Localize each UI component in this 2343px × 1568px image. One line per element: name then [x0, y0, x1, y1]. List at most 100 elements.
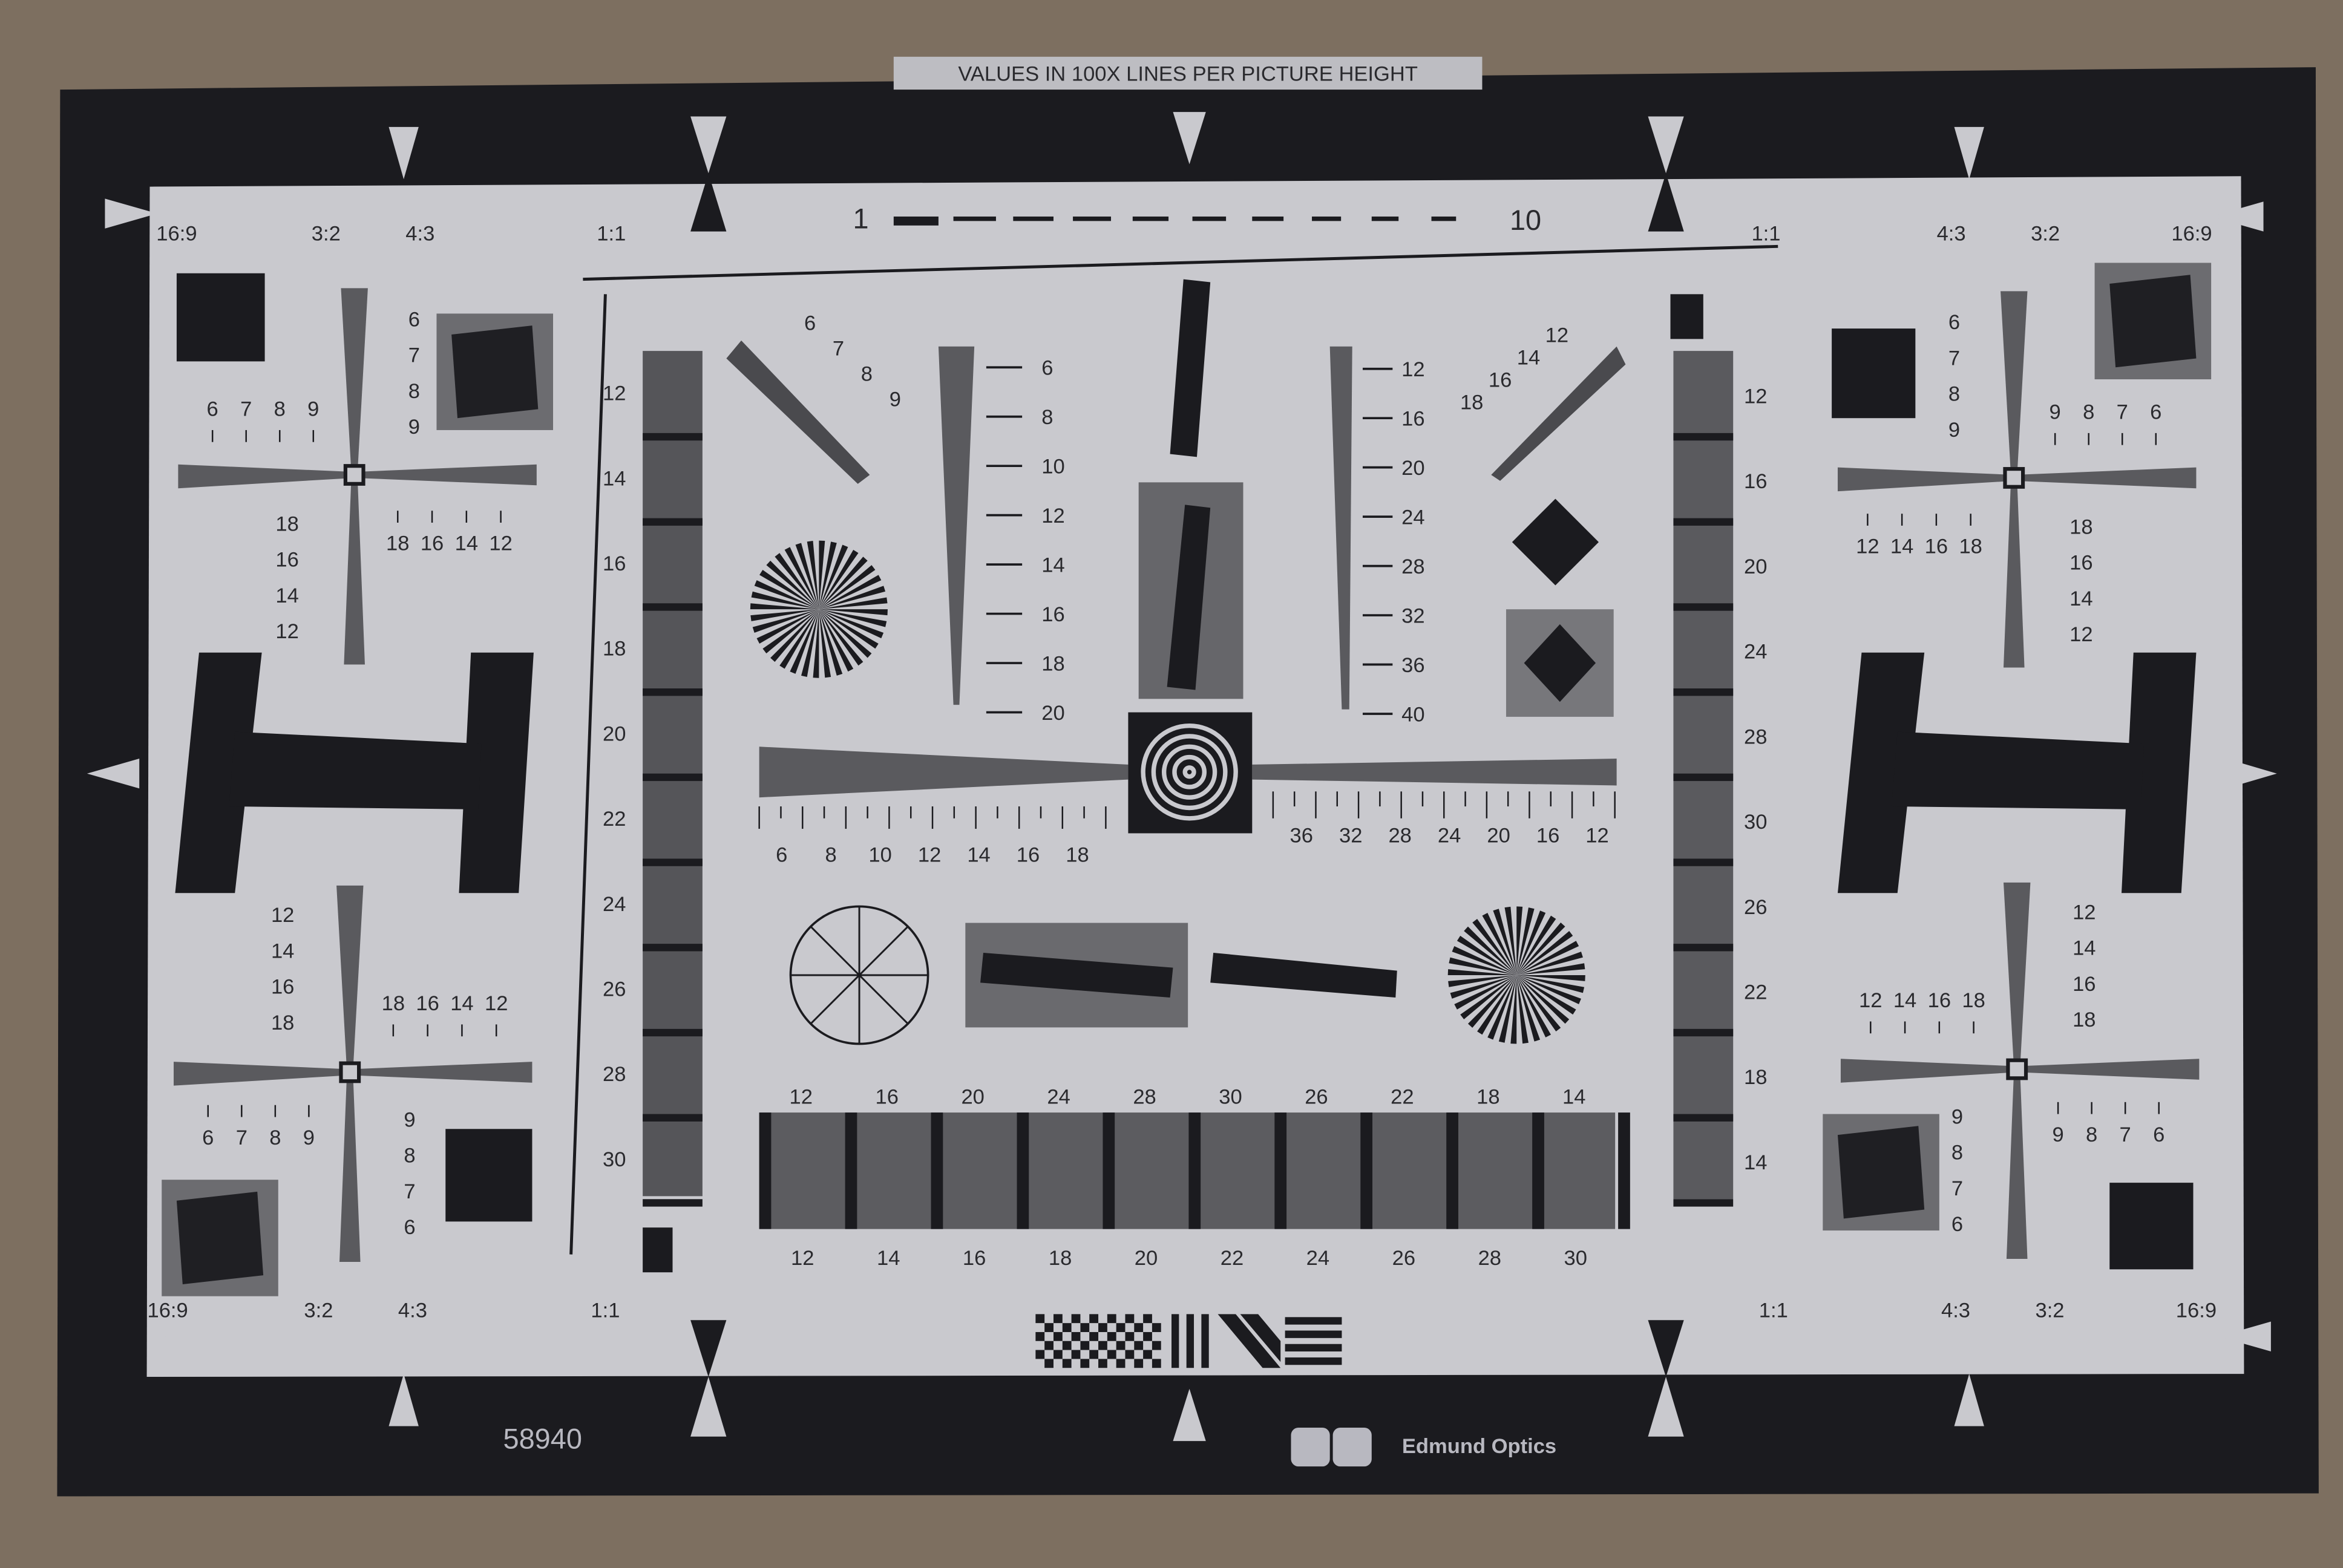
bottom-bar-top-label: 28: [1133, 1085, 1156, 1108]
right-column-label: 16: [1744, 470, 1767, 493]
star-spoke: [1516, 975, 1581, 1004]
column-bar: [1673, 773, 1734, 782]
vertical-wedge-right-label: 12: [1401, 358, 1424, 381]
edmund-optics-logo: [1291, 1427, 1372, 1467]
aspect-label-top: 1:1: [1751, 222, 1780, 245]
right-column-label: 24: [1744, 641, 1767, 664]
left-rule-line: [569, 294, 607, 1255]
star-spoke: [819, 586, 886, 610]
aspect-label-bottom: 4:3: [398, 1299, 427, 1322]
star-spoke: [801, 609, 819, 678]
hourglass-marker: [1648, 173, 1684, 232]
star-spoke: [1516, 906, 1523, 975]
checker-cell: [1080, 1341, 1090, 1350]
checker-cell: [1062, 1359, 1072, 1368]
star-spoke: [819, 541, 837, 610]
left-diagonal-wedge: [726, 340, 870, 484]
quad-small-label: 9: [2052, 1123, 2063, 1146]
aspect-label-bottom: 4:3: [1941, 1299, 1970, 1322]
quad-large-label: 14: [455, 532, 478, 555]
star-spoke: [1448, 975, 1517, 987]
quad-wedge: [1837, 467, 2014, 492]
concentric-circle: [1182, 765, 1196, 779]
star-spoke: [1516, 975, 1585, 981]
checker-cell: [1080, 1323, 1090, 1332]
quad-wedge: [2001, 291, 2028, 478]
center-bottom-marker: [1173, 1388, 1206, 1442]
vertical-wedge-left-label: 6: [1041, 357, 1053, 380]
quad-large-label: 12: [1859, 989, 1882, 1012]
star-spoke: [759, 570, 819, 610]
left-column-label: 24: [603, 893, 626, 916]
checker-cell: [1134, 1359, 1144, 1368]
left-column-label: 26: [603, 978, 626, 1001]
big-i-shape-left: [175, 652, 534, 893]
star-spoke: [1516, 922, 1565, 975]
quad-large-label: 18: [386, 532, 409, 555]
aspect-label-bottom: 3:2: [2036, 1299, 2065, 1322]
bottom-bar-bottom-label: 16: [963, 1247, 986, 1270]
star-spoke: [807, 541, 819, 610]
quad-large-label: 14: [450, 992, 473, 1015]
checker-cell: [1134, 1341, 1144, 1350]
header-label-box: [893, 56, 1483, 90]
big-i-shape-right: [1837, 652, 2197, 893]
quad-large-label: 14: [1893, 989, 1916, 1012]
quad-vertical-small-label: 9: [1951, 1105, 1963, 1128]
quad-vertical-small-label: 6: [404, 1216, 415, 1239]
vertical-wedge-right-label: 24: [1401, 506, 1424, 529]
checker-cell: [1152, 1323, 1161, 1332]
vertical-bar-pattern: [1172, 1314, 1179, 1368]
checker-cell: [1125, 1314, 1135, 1324]
star-spoke: [1487, 975, 1517, 1040]
star-spoke: [1477, 975, 1517, 1035]
star-spoke: [819, 609, 831, 678]
column-bar: [1673, 858, 1734, 866]
center-wedge-left-label: 18: [1066, 843, 1089, 866]
star-spoke: [819, 609, 888, 616]
bottom-bar-top-label: 12: [790, 1085, 813, 1108]
quad-large-label: 12: [1856, 535, 1879, 558]
quad-small-label: 9: [307, 397, 319, 420]
quad-wedge: [2006, 1069, 2028, 1259]
quad-vertical-large-label: 16: [275, 549, 298, 572]
quad-vertical-large-label: 12: [2069, 623, 2092, 646]
quad-small-label: 9: [303, 1126, 315, 1149]
checker-cell: [1116, 1359, 1126, 1368]
quad-vertical-small-label: 6: [1951, 1213, 1963, 1236]
quad-vertical-large-label: 16: [271, 976, 294, 999]
column-bar: [643, 518, 703, 526]
star-spoke: [750, 603, 819, 610]
checker-pattern: [1035, 1314, 1161, 1368]
hourglass-marker: [690, 1377, 727, 1437]
quad-small-label: 7: [236, 1126, 247, 1149]
checker-cell: [1098, 1341, 1107, 1350]
bottom-bar-bottom-label: 26: [1392, 1247, 1415, 1270]
diagonal-right-label: 12: [1545, 324, 1568, 347]
aspect-label-bottom: 3:2: [304, 1299, 333, 1322]
diagonal-left-label: 7: [833, 338, 844, 361]
quad-wedge: [354, 464, 537, 486]
bottom-slanted-bar: [980, 952, 1173, 998]
quad-vertical-small-label: 9: [404, 1108, 415, 1131]
quad-vertical-large-label: 14: [2073, 937, 2096, 960]
checker-cell: [1035, 1350, 1045, 1359]
left-column-label: 28: [603, 1063, 626, 1086]
star-spoke: [819, 609, 884, 639]
quad-wedge: [344, 475, 365, 665]
quad-vertical-large-label: 14: [271, 939, 294, 962]
aspect-label-bottom: 1:1: [1759, 1299, 1788, 1322]
bottom-gray-bar: [759, 1112, 1616, 1229]
bottom-bar-top-label: 30: [1219, 1085, 1242, 1108]
horizontal-bar-pattern: [1285, 1357, 1342, 1365]
star-spoke: [819, 540, 825, 610]
bottom-bar-top-label: 16: [876, 1085, 899, 1108]
star-spoke: [1516, 915, 1556, 975]
concentric-circle: [1151, 734, 1228, 811]
center-wedge-left-label: 6: [776, 843, 787, 866]
left-vertical-wedge: [938, 346, 975, 705]
diagonal-right-label: 16: [1489, 368, 1512, 391]
aspect-label-top: 3:2: [2031, 222, 2060, 245]
checker-cell: [1071, 1350, 1081, 1359]
diagonal-right-label: 14: [1517, 346, 1540, 369]
